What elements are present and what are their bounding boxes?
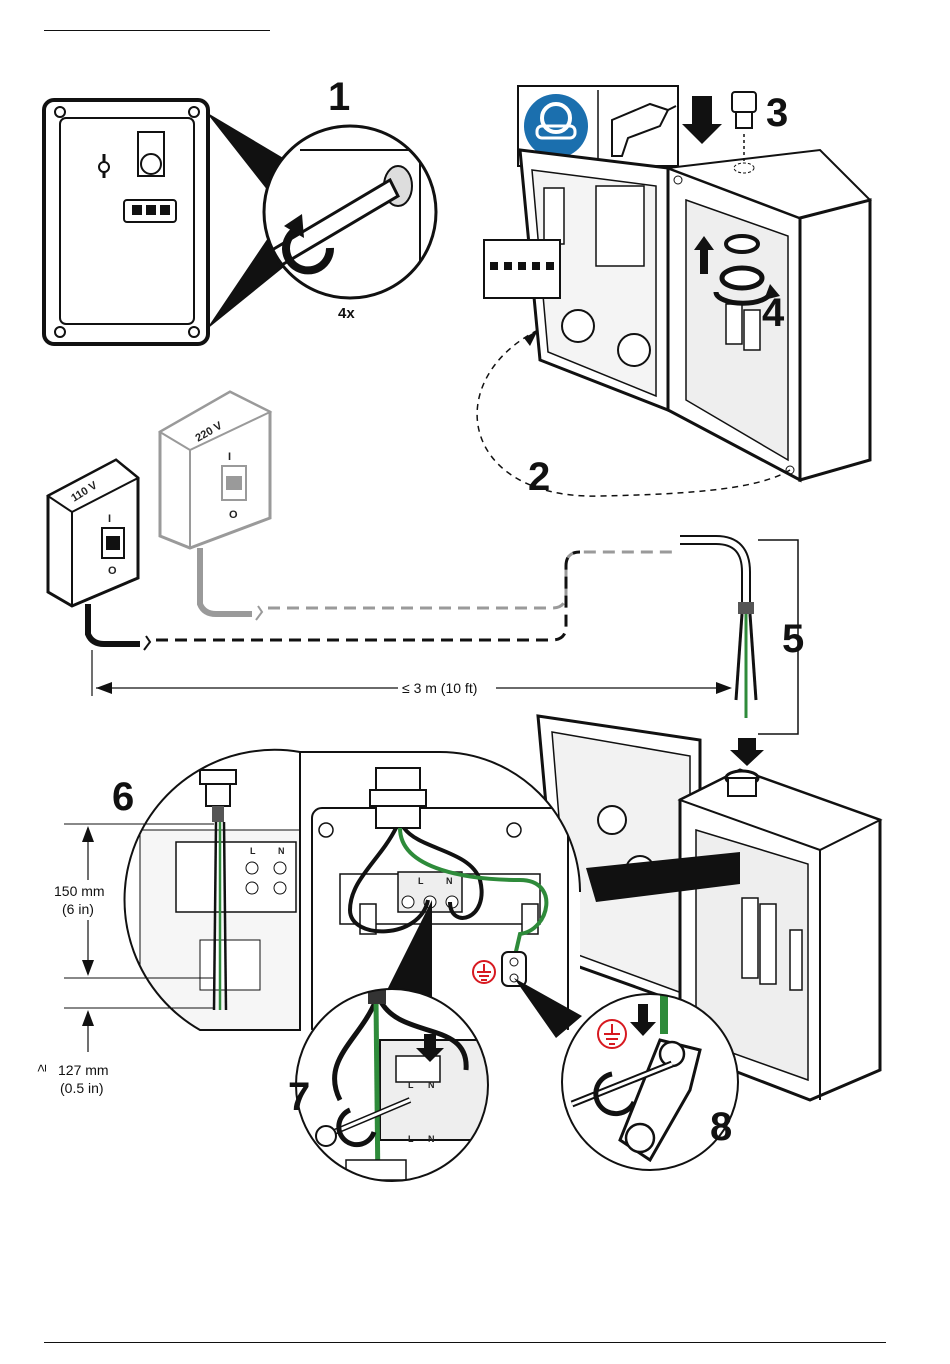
outlet-110v-on-label: I [108, 513, 111, 525]
controller-front-panel [44, 100, 208, 344]
min-length-label: 127 mm [58, 1062, 109, 1078]
cable-110v-dashed [156, 552, 580, 640]
outlet-220v: 220 V I O [160, 392, 270, 548]
main-terminal-l: L [418, 876, 424, 886]
step-4-number: 4 [762, 291, 785, 335]
screw-detail-zoom [262, 126, 436, 300]
strip-length-label: 150 mm [54, 883, 105, 899]
step-6-number: 6 [112, 775, 134, 819]
step7-terminal-n: N [428, 1080, 435, 1090]
cable-insert-arrow-icon [730, 738, 764, 766]
step-7-number: 7 [288, 1075, 310, 1119]
step7-terminal-l: L [408, 1080, 414, 1090]
insert-arrow-down-icon [682, 96, 722, 144]
step7-terminal-n2: N [428, 1134, 435, 1144]
step-2-number: 2 [528, 455, 550, 499]
step-1-number: 1 [328, 75, 350, 119]
step-3-number: 3 [766, 91, 788, 135]
screws-count-label: 4x [338, 305, 355, 322]
step6-terminal-l: L [250, 846, 256, 856]
step6-terminal-n: N [278, 846, 285, 856]
min-length-symbol: ≥ [33, 1064, 49, 1072]
cable-220v [200, 548, 252, 614]
door-swing-arrow-icon [524, 330, 538, 346]
step7-terminal-l2: L [408, 1134, 414, 1144]
step-5-number: 5 [782, 617, 804, 661]
cable-220v-dashed [268, 552, 676, 608]
strip-length-in-label: (6 in) [62, 901, 94, 917]
outlet-220v-on-label: I [228, 451, 231, 463]
max-distance-label: ≤ 3 m (10 ft) [402, 680, 477, 696]
min-length-in-label: (0.5 in) [60, 1080, 104, 1096]
distance-dimension: ≤ 3 m (10 ft) [92, 650, 732, 696]
step-8-number: 8 [710, 1105, 732, 1149]
outlet-110v-off-label: O [108, 565, 117, 577]
terminal-connector-block [484, 240, 560, 298]
outlet-110v: 110 V I O [48, 460, 138, 606]
outlet-220v-off-label: O [229, 509, 238, 521]
eye-protection-icon [524, 94, 588, 158]
cable-110v [88, 604, 140, 644]
main-terminal-n: N [446, 876, 453, 886]
